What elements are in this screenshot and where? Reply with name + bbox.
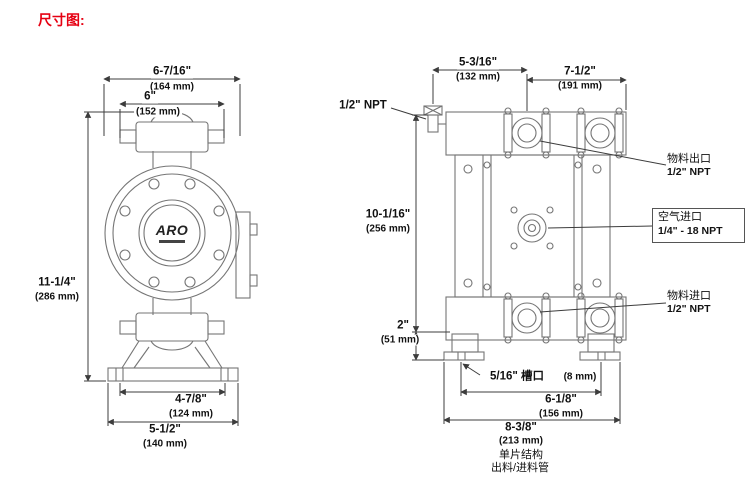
material-outlet-callout: 物料出口 1/2" NPT: [667, 153, 711, 179]
material-inlet-callout: 物料进口 1/2" NPT: [667, 290, 711, 316]
side-view-dimensions: [412, 66, 627, 424]
air-inlet-name: 空气进口: [658, 211, 702, 223]
side-port-span-mm-label: (132 mm): [454, 71, 502, 83]
material-outlet-size: 1/2" NPT: [667, 166, 711, 179]
front-view-drawing: [104, 111, 258, 382]
side-foot-span-inch-label: 6-1/8": [543, 393, 579, 407]
air-inlet-callout-box: 空气进口 1/4" - 18 NPT: [652, 208, 745, 243]
air-inlet-size: 1/4" - 18 NPT: [658, 224, 723, 237]
side-height-inch-label: 10-1/16": [363, 208, 413, 222]
front-height-inch-label: 11-1/4": [36, 276, 78, 290]
side-slot-mm-label: (8 mm): [561, 371, 599, 383]
front-top-width-mm-label: (164 mm): [148, 81, 196, 93]
material-inlet-name: 物料进口: [667, 290, 711, 302]
aro-logo-subtext-bar: [159, 240, 185, 243]
material-outlet-name: 物料出口: [667, 153, 711, 165]
side-depth-inch-label: 7-1/2": [562, 65, 598, 79]
front-foot-inner-mm-label: (124 mm): [167, 408, 215, 420]
front-flange-width-mm-label: (152 mm): [134, 106, 182, 118]
material-inlet-size: 1/2" NPT: [667, 303, 711, 316]
side-npt-port-label: 1/2" NPT: [337, 99, 389, 113]
side-note-line1-label: 单片结构: [497, 448, 545, 462]
side-slot-label: 5/16" 槽口: [487, 370, 547, 384]
side-height-mm-label: (256 mm): [364, 223, 412, 235]
front-foot-outer-inch-label: 5-1/2": [147, 423, 183, 437]
side-foot-height-inch-label: 2": [395, 319, 411, 333]
page-title: 尺寸图:: [38, 12, 85, 28]
side-view-drawing: [423, 105, 627, 361]
aro-logo: ARO: [155, 222, 189, 238]
front-flange-width-inch-label: 6": [142, 90, 158, 104]
front-foot-outer-mm-label: (140 mm): [141, 438, 189, 450]
side-port-span-inch-label: 5-3/16": [456, 56, 500, 70]
callout-leaders: [390, 107, 667, 313]
front-foot-inner-inch-label: 4-7/8": [173, 393, 209, 407]
side-foot-height-mm-label: (51 mm): [378, 334, 422, 346]
side-overall-inch-label: 8-3/8": [503, 421, 539, 435]
side-foot-span-mm-label: (156 mm): [537, 408, 585, 420]
side-depth-mm-label: (191 mm): [556, 80, 604, 92]
front-height-mm-label: (286 mm): [33, 291, 81, 303]
side-note-line2-label: 出料/进料管: [488, 461, 552, 475]
front-top-width-inch-label: 6-7/16": [150, 65, 194, 79]
side-overall-mm-label: (213 mm): [497, 435, 545, 447]
